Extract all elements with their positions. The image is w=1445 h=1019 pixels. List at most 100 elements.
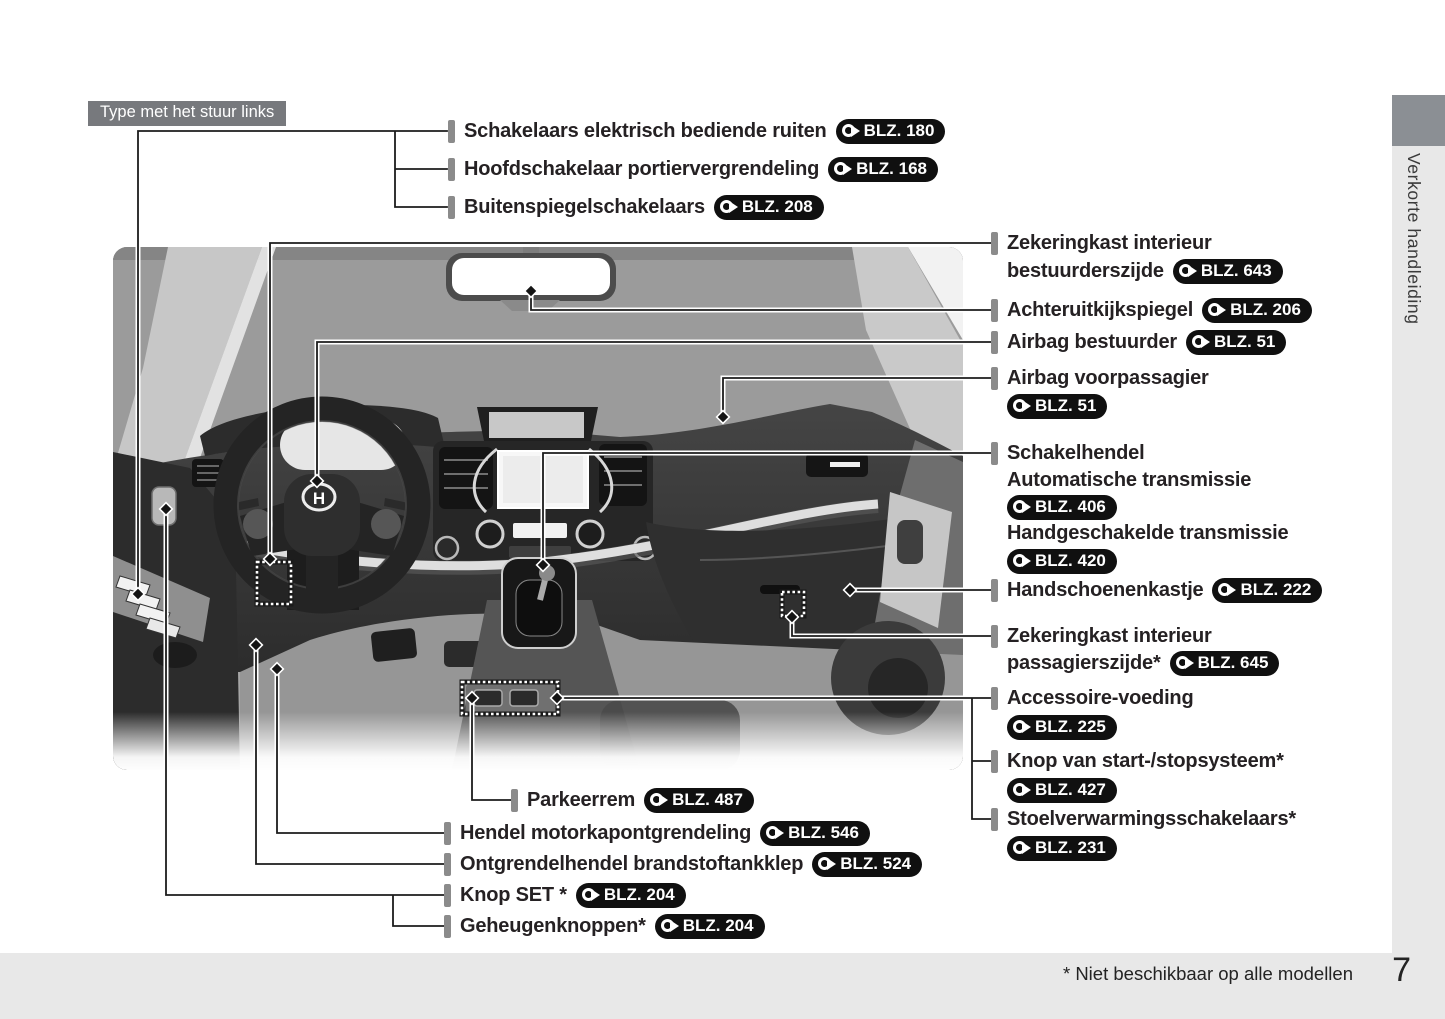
chapter-title: Verkorte handleiding: [1404, 153, 1424, 325]
callout-driver-airbag: Airbag bestuurder BLZ. 51: [991, 329, 1287, 355]
rearview-mirror: [446, 247, 616, 311]
callout-mirror-switches: Buitenspiegelschakelaars BLZ. 208: [448, 194, 824, 220]
page-ref-badge[interactable]: BLZ. 427: [1007, 777, 1117, 803]
callout-memory-buttons: Geheugenknoppen* BLZ. 204: [444, 913, 765, 939]
callout-glovebox: Handschoenenkastje BLZ. 222: [991, 577, 1323, 603]
callout-shift-lever-manual: Handgeschakelde transmissie: [1007, 521, 1289, 544]
footer-band: [0, 953, 1445, 1019]
callout-door-lock-master: Hoofdschakelaar portiervergrendeling BLZ…: [448, 156, 938, 182]
page-number: 7: [1392, 951, 1411, 989]
tick: [991, 807, 998, 831]
page-ref-arrow-icon: [1013, 719, 1032, 735]
page-ref-badge[interactable]: BLZ. 208: [713, 194, 824, 220]
callout-lines: [135, 128, 995, 929]
tick: [991, 624, 998, 648]
callout-fusebox-passenger: Zekeringkast interieur: [991, 623, 1212, 649]
page-ref-badge[interactable]: BLZ. 420: [1007, 548, 1117, 574]
tick: [991, 366, 998, 390]
tick: [991, 441, 998, 465]
accessory-power-sockets: [466, 684, 556, 714]
page-ref-arrow-icon: [1191, 334, 1211, 350]
callout-shift-lever-auto: Automatische transmissie: [1007, 468, 1252, 491]
tick: [991, 231, 998, 255]
page-ref-badge[interactable]: BLZ. 204: [575, 882, 686, 908]
callout-rearview-mirror: Achteruitkijkspiegel BLZ. 206: [991, 297, 1312, 323]
callout-power-windows: Schakelaars elektrisch bediende ruiten B…: [448, 118, 946, 144]
page-ref-arrow-icon: [1013, 499, 1032, 515]
tick: [511, 788, 518, 812]
page-ref-arrow-icon: [1178, 263, 1198, 279]
tick: [991, 749, 998, 773]
tick: [448, 195, 455, 219]
callout-accessory-power: Accessoire-voeding: [991, 685, 1194, 711]
page-ref-badge[interactable]: BLZ. 645: [1169, 650, 1280, 676]
page-ref-arrow-icon: [766, 825, 785, 841]
tick: [991, 330, 998, 354]
tick: [991, 578, 998, 602]
page-ref-arrow-icon: [1013, 398, 1032, 414]
steering-wheel: H: [213, 396, 431, 614]
page-ref-arrow-icon: [1175, 655, 1195, 671]
page-ref-badge[interactable]: BLZ. 225: [1007, 714, 1117, 740]
page-ref-badge[interactable]: BLZ. 524: [812, 851, 923, 877]
tick: [444, 852, 451, 876]
page-ref-arrow-icon: [1013, 553, 1032, 569]
callout-fuel-door-release: Ontgrendelhendel brandstoftankklep BLZ. …: [444, 851, 923, 877]
tick: [448, 119, 455, 143]
page-ref-badge[interactable]: BLZ. 206: [1202, 297, 1312, 323]
interior-photo: H: [113, 247, 963, 770]
page-ref-arrow-icon: [841, 123, 861, 139]
callout-shift-lever-manual-ref: BLZ. 420: [1007, 548, 1117, 574]
page-ref-arrow-icon: [1013, 782, 1032, 798]
page-ref-badge[interactable]: BLZ. 231: [1007, 835, 1117, 861]
callout-seat-heaters: Stoelverwarmingsschakelaars*: [991, 806, 1296, 832]
page-ref-arrow-icon: [719, 199, 739, 215]
page-ref-arrow-icon: [1013, 840, 1032, 856]
page-ref-badge[interactable]: BLZ. 168: [828, 156, 938, 182]
upper-display: [489, 412, 584, 438]
callout-start-stop-button: Knop van start-/stopsysteem*: [991, 748, 1284, 774]
callout-diamonds: [130, 283, 858, 706]
page-ref-arrow-icon: [660, 918, 680, 934]
page-ref-badge[interactable]: BLZ. 546: [760, 820, 870, 846]
tick: [448, 157, 455, 181]
brake-pedal: [371, 628, 417, 662]
page-ref-arrow-icon: [818, 856, 837, 872]
callout-shift-lever: Schakelhendel: [991, 440, 1145, 466]
page-ref-badge[interactable]: BLZ. 204: [654, 913, 765, 939]
a-pillar-right: [852, 247, 963, 470]
callout-shift-lever-auto-ref: BLZ. 406: [1007, 494, 1117, 520]
callout-fusebox-passenger-line2: passagierszijde* BLZ. 645: [1007, 650, 1280, 676]
gear-shifter: [501, 557, 577, 649]
callout-passenger-airbag-ref: BLZ. 51: [1007, 393, 1108, 419]
callout-fusebox-driver-line2: bestuurderszijde BLZ. 643: [1007, 258, 1283, 284]
page-ref-badge[interactable]: BLZ. 51: [1007, 393, 1108, 419]
svg-text:H: H: [313, 489, 325, 508]
callout-fusebox-driver: Zekeringkast interieur: [991, 230, 1212, 256]
page-ref-arrow-icon: [650, 792, 669, 808]
callout-set-button: Knop SET * BLZ. 204: [444, 882, 686, 908]
footnote: * Niet beschikbaar op alle modellen: [1062, 963, 1353, 984]
page-ref-badge[interactable]: BLZ. 51: [1185, 329, 1287, 355]
page-ref-badge[interactable]: BLZ. 222: [1212, 577, 1323, 603]
tick: [444, 914, 451, 938]
page-ref-arrow-icon: [1218, 582, 1237, 598]
callout-hood-release: Hendel motorkapontgrendeling BLZ. 546: [444, 820, 870, 846]
chapter-tab[interactable]: [1392, 95, 1445, 146]
page-ref-arrow-icon: [1208, 302, 1227, 318]
page-ref-badge[interactable]: BLZ. 643: [1172, 258, 1283, 284]
page-ref-badge[interactable]: BLZ. 487: [644, 787, 754, 813]
tick: [444, 883, 451, 907]
chapter-sidebar-strip: [1392, 95, 1445, 1019]
callout-seat-heaters-ref: BLZ. 231: [1007, 835, 1117, 861]
page-ref-arrow-icon: [581, 887, 601, 903]
tick: [444, 821, 451, 845]
page-ref-badge[interactable]: BLZ. 406: [1007, 494, 1117, 520]
page-ref-badge[interactable]: BLZ. 180: [835, 118, 946, 144]
page-ref-arrow-icon: [834, 161, 853, 177]
callout-parking-brake: Parkeerrem BLZ. 487: [511, 787, 754, 813]
callout-passenger-airbag: Airbag voorpassagier: [991, 365, 1209, 391]
tick: [991, 298, 998, 322]
